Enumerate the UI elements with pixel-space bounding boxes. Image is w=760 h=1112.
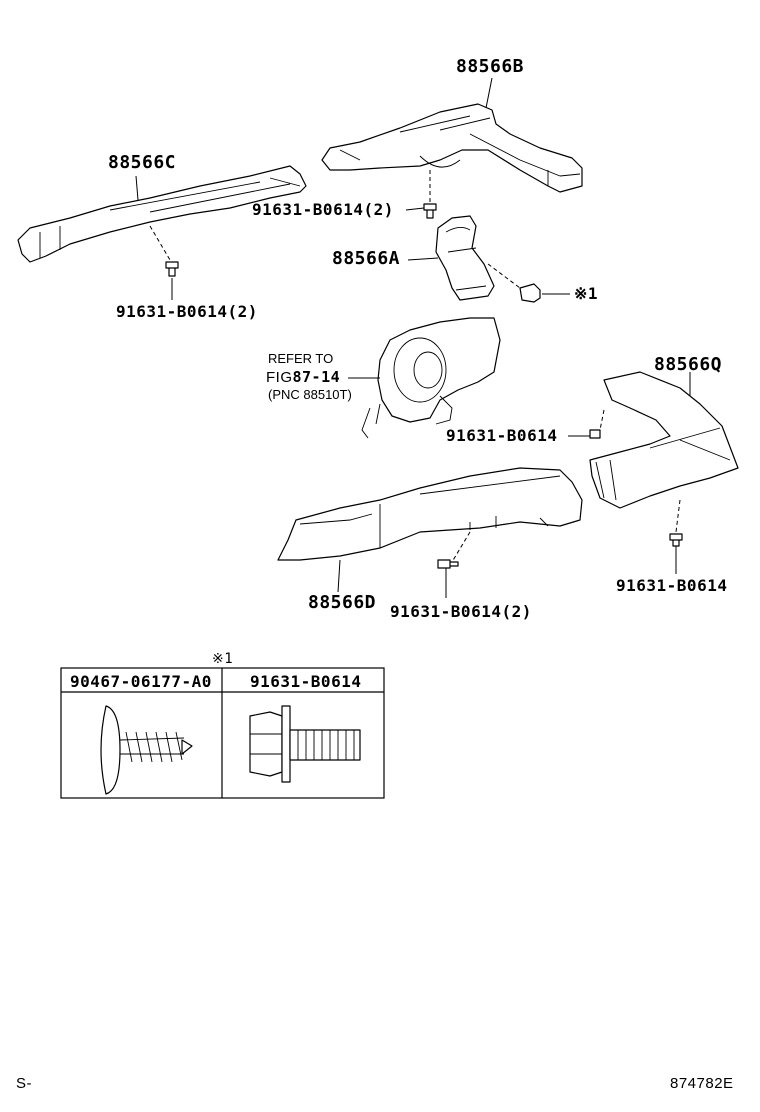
bolt-under-q [669, 533, 683, 547]
duct-88566a [435, 215, 495, 301]
bolt-under-d [437, 559, 459, 569]
footer-left: S- [16, 1075, 32, 1092]
refer-line2: FIG87-14 [266, 368, 341, 386]
label-88566d: 88566D [308, 592, 377, 613]
label-88566q: 88566Q [654, 354, 723, 375]
duct-88566c [17, 165, 307, 263]
label-88566a: 88566A [332, 248, 401, 269]
blower-assembly [361, 317, 501, 439]
leader-lines [135, 77, 691, 598]
bolt-illustration [249, 705, 361, 783]
parts-table [60, 667, 385, 799]
table-header-clip: 90467-06177-A0 [70, 672, 212, 691]
clip-illustration [100, 705, 193, 795]
duct-88566d [277, 467, 583, 561]
duct-88566q [589, 371, 739, 509]
label-88566c: 88566C [108, 152, 177, 173]
clip [519, 283, 541, 303]
refer-fig: FIG [266, 369, 293, 386]
label-bolt-under-c: 91631-B0614(2) [116, 302, 258, 321]
label-bolt-under-b: 91631-B0614(2) [252, 200, 394, 219]
refer-line1: REFER TO [268, 351, 334, 366]
table-header-bolt: 91631-B0614 [250, 672, 362, 691]
table-mark: ※1 [212, 651, 234, 667]
refer-line3: (PNC 88510T) [268, 387, 352, 402]
duct-88566b [321, 103, 583, 193]
label-bolt-under-q: 91631-B0614 [616, 576, 728, 595]
label-clip-mark: ※1 [574, 284, 599, 303]
label-bolt-left-q: 91631-B0614 [446, 426, 558, 445]
label-88566b: 88566B [456, 56, 525, 77]
refer-fig-ref: 87-14 [292, 368, 341, 386]
bolt-under-b [423, 203, 437, 219]
label-bolt-under-d: 91631-B0614(2) [390, 602, 532, 621]
bolt-left-q [589, 429, 601, 439]
footer-right: 874782E [670, 1075, 734, 1092]
bolt-under-c [165, 261, 179, 277]
